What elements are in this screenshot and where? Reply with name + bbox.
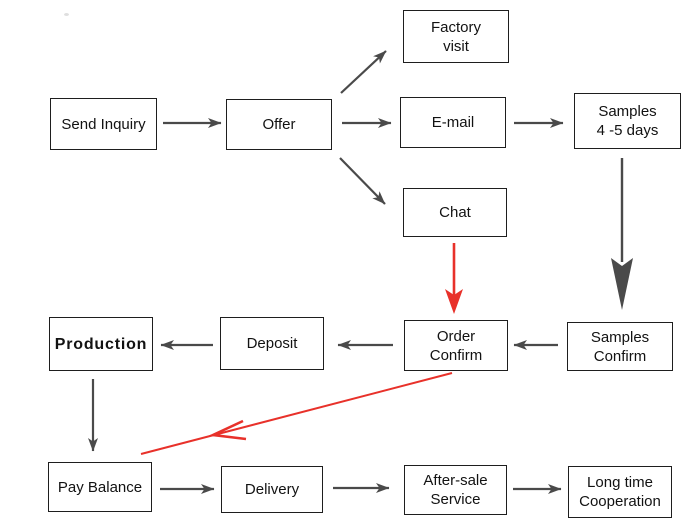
node-long-time-label: Long time Cooperation bbox=[579, 474, 661, 510]
arrow-order-confirm-to-pay-balance bbox=[140, 372, 453, 455]
node-email-label: E-mail bbox=[431, 114, 475, 131]
node-order-confirm: Order Confirm bbox=[404, 320, 508, 371]
node-samples-confirm-label: Samples Confirm bbox=[590, 328, 650, 365]
node-send-inquiry: Send Inquiry bbox=[50, 98, 157, 150]
node-send-inquiry-label: Send Inquiry bbox=[61, 115, 146, 133]
node-order-confirm-label: Order Confirm bbox=[429, 327, 483, 364]
node-delivery-label: Delivery bbox=[244, 481, 300, 498]
node-after-sale: After-sale Service bbox=[404, 465, 507, 515]
node-chat-label: Chat bbox=[439, 204, 471, 221]
node-after-sale-label: After-sale Service bbox=[423, 472, 488, 508]
node-samples-days: Samples 4 -5 days bbox=[574, 93, 681, 149]
node-production: Production bbox=[49, 317, 153, 371]
node-production-label: Production bbox=[54, 335, 148, 353]
node-long-time: Long time Cooperation bbox=[568, 466, 672, 518]
arrow-order-confirm-to-pay-balance-head bbox=[208, 419, 247, 441]
arrow-chat-to-order-confirm-head bbox=[445, 289, 463, 314]
node-chat: Chat bbox=[403, 188, 507, 237]
node-deposit: Deposit bbox=[220, 317, 324, 370]
node-delivery: Delivery bbox=[221, 466, 323, 513]
node-offer-label: Offer bbox=[262, 116, 296, 133]
speck-artifact bbox=[64, 13, 69, 16]
node-factory-visit-label: Factory visit bbox=[430, 18, 481, 55]
node-offer: Offer bbox=[226, 99, 332, 150]
arrow-samples-days-to-samples-confirm-head bbox=[611, 258, 633, 310]
node-factory-visit: Factory visit bbox=[403, 10, 509, 63]
node-deposit-label: Deposit bbox=[246, 335, 298, 352]
node-samples-days-label: Samples 4 -5 days bbox=[596, 103, 659, 139]
node-pay-balance-label: Pay Balance bbox=[57, 478, 143, 496]
arrow-offer-to-chat bbox=[339, 157, 386, 205]
node-pay-balance: Pay Balance bbox=[48, 462, 152, 512]
arrow-offer-to-factory-visit bbox=[340, 50, 387, 94]
node-samples-confirm: Samples Confirm bbox=[567, 322, 673, 371]
node-email: E-mail bbox=[400, 97, 506, 148]
